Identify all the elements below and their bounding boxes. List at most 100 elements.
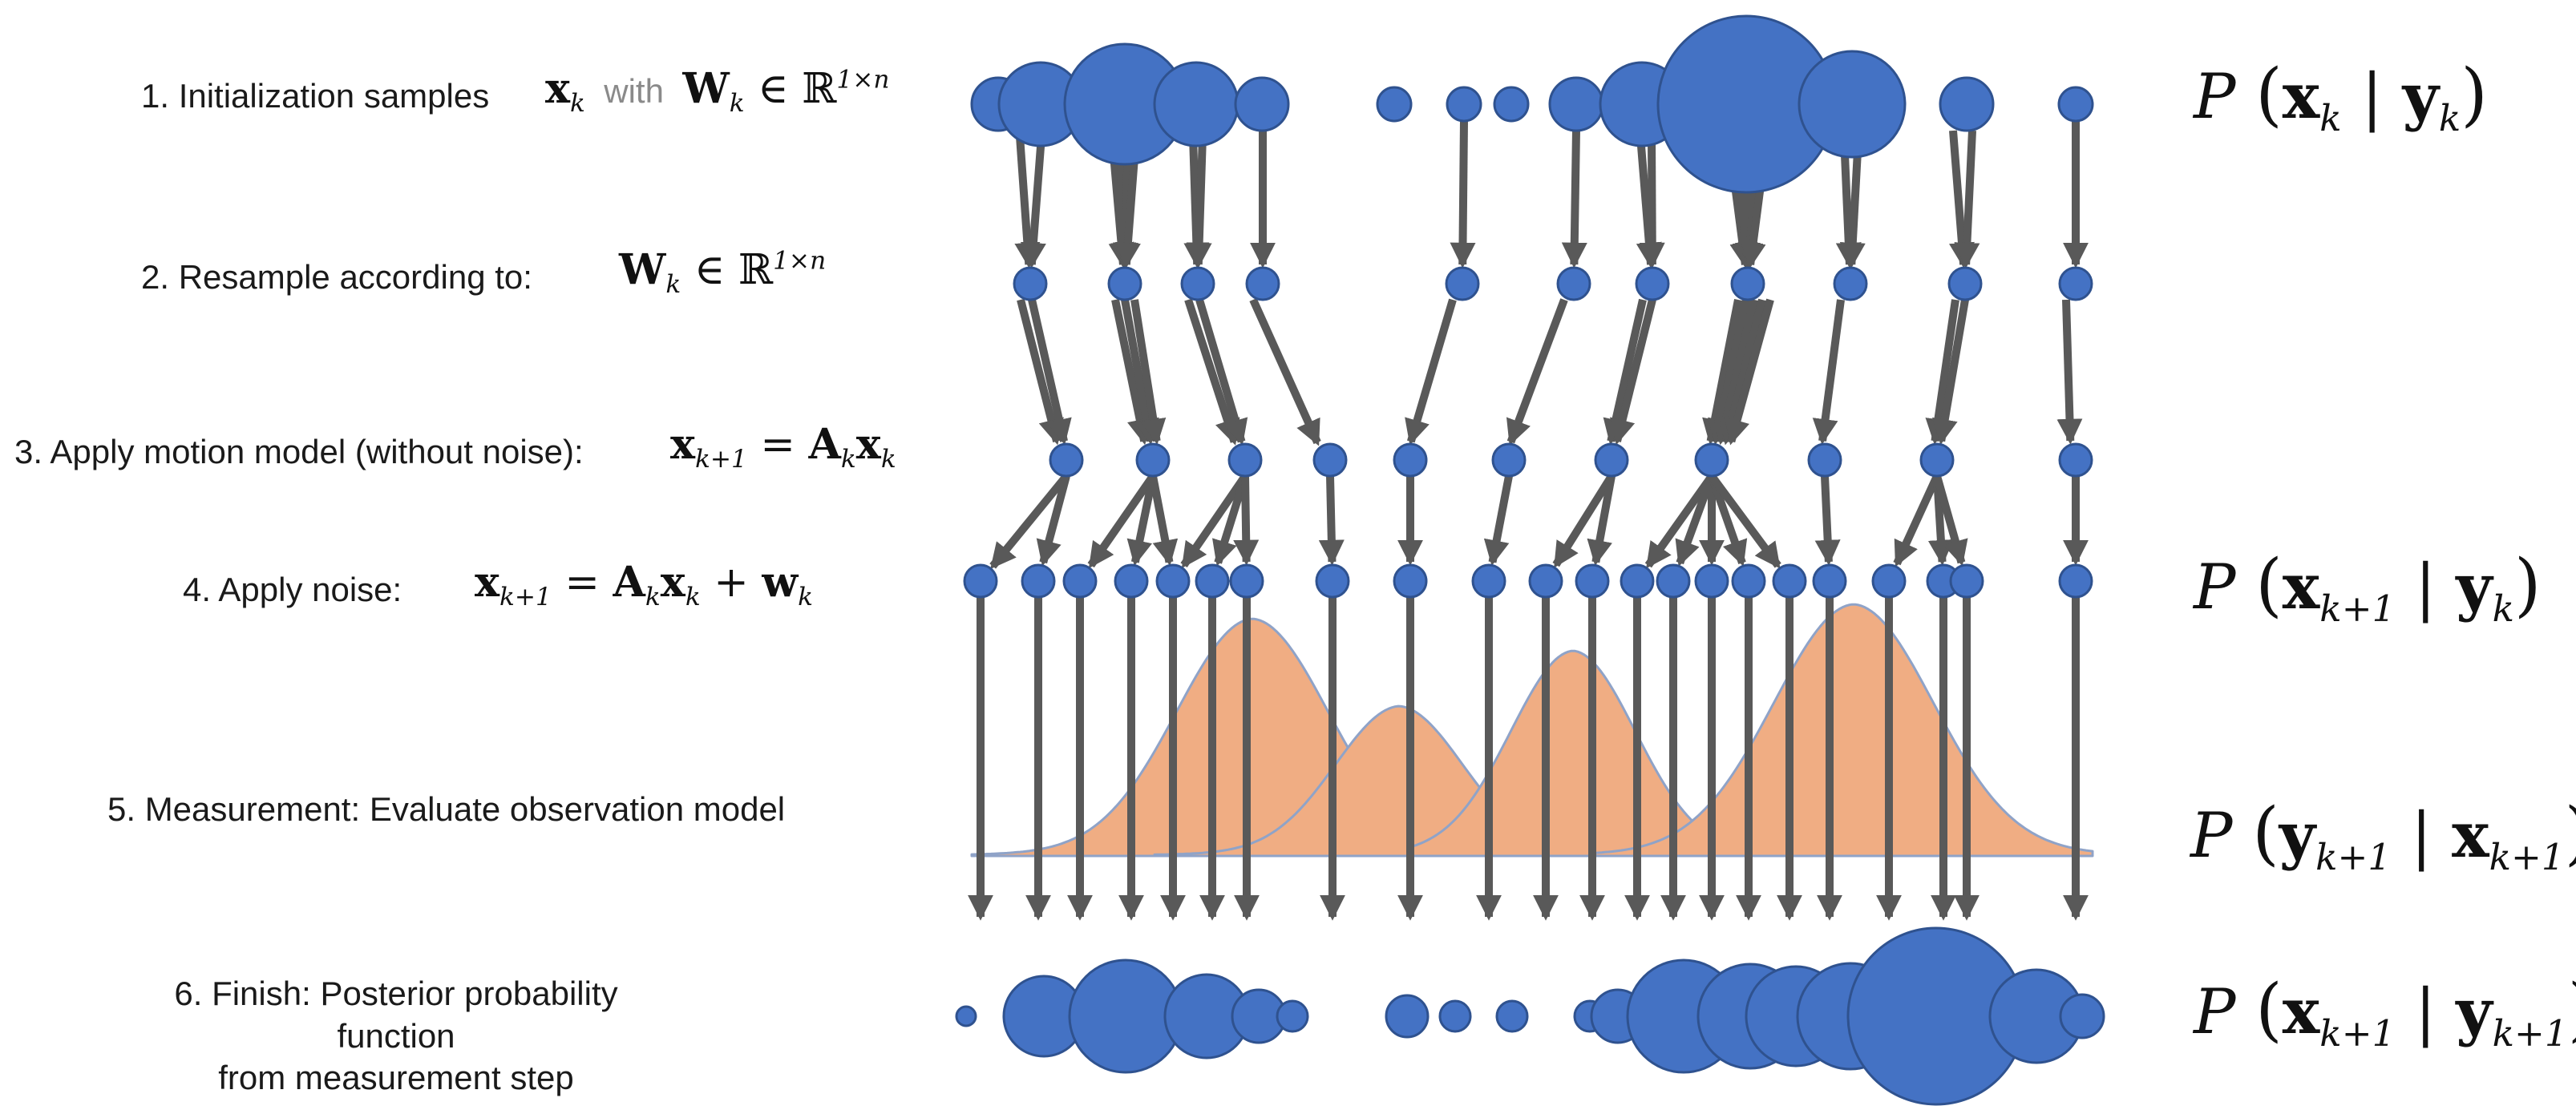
prob-prior-a-sub: k <box>2319 96 2342 139</box>
step-1-x-symbol: x <box>545 64 571 113</box>
resampled-particle-6 <box>1556 266 1591 301</box>
moved-particle-4 <box>1312 442 1348 478</box>
prior-particle-6 <box>1376 86 1413 123</box>
step-2-in-reals: ∈ ℝ <box>694 246 774 294</box>
step-3-lhs: x <box>670 420 696 469</box>
resampled-particle-9 <box>1833 266 1868 301</box>
resampled-particle-10 <box>1947 266 1983 301</box>
step-2-math: Wk ∈ ℝ1×n <box>619 245 826 299</box>
noisy-particle-15 <box>1694 563 1729 599</box>
noise-arrow-11 <box>1483 475 1513 567</box>
noise-arrow-4 <box>1126 474 1157 567</box>
prior-particle-14 <box>2057 86 2094 123</box>
step-4-label: 4. Apply noise: <box>183 569 402 611</box>
step-3-math: xk+1 = Akxk <box>670 420 896 474</box>
prob-prior-b-sub: k <box>2438 96 2461 139</box>
prob-likelihood-b: x <box>2452 799 2489 872</box>
step-4-equals: = <box>551 559 613 607</box>
step-1-x-subscript: k <box>570 88 585 118</box>
motion-arrow-18 <box>1812 299 1845 445</box>
noise-arrow-8 <box>1233 475 1260 566</box>
step-3-text: 3. Apply motion model (without noise): <box>14 433 584 470</box>
resampled-particle-1 <box>1013 266 1048 301</box>
resample-arrow-10 <box>1450 120 1476 268</box>
step-2-w-subscript: k <box>665 269 681 299</box>
resampled-particle-8 <box>1730 266 1765 301</box>
step-1-w-subscript: k <box>729 88 745 118</box>
noisy-particle-7 <box>1229 563 1264 599</box>
noise-arrow-22 <box>1933 474 1968 567</box>
moved-particle-10 <box>1919 442 1955 478</box>
prob-likelihood-a: y <box>2279 799 2316 872</box>
step-4-lhs-sub: k+1 <box>499 582 552 611</box>
noisy-particle-22 <box>2058 563 2093 599</box>
step-1-label: 1. Initialization samples <box>141 75 489 118</box>
noisy-particle-13 <box>1620 563 1655 599</box>
prior-particle-12 <box>1798 50 1907 159</box>
prob-prior-bar: | <box>2361 61 2383 133</box>
noisy-particle-11 <box>1528 563 1563 599</box>
posterior-particle-8 <box>1438 999 1472 1033</box>
noisy-particle-21 <box>1949 563 1984 599</box>
step-6-line-1: 6. Finish: Posterior probability functio… <box>174 975 618 1055</box>
step-4-math: xk+1 = Akxk + wk <box>475 558 813 611</box>
moved-particle-9 <box>1807 442 1842 478</box>
motion-arrow-21 <box>2056 299 2083 445</box>
step-1-text: 1. Initialization samples <box>141 77 490 115</box>
step-1-with: with <box>604 72 664 110</box>
noisy-particle-14 <box>1656 563 1691 599</box>
prob-predicted: P (xk+1 | yk) <box>2194 545 2542 630</box>
prob-likelihood-b-sub: k+1 <box>2489 835 2565 878</box>
step-4-a: A <box>613 558 645 607</box>
resampled-particle-3 <box>1180 266 1215 301</box>
resampled-particle-7 <box>1635 266 1670 301</box>
prob-likelihood-bar: | <box>2410 800 2432 872</box>
noise-arrow-6 <box>1180 474 1249 569</box>
prior-particle-4 <box>1153 61 1239 147</box>
step-3-x: x <box>855 420 881 469</box>
prob-prior-b: y <box>2402 60 2439 133</box>
resample-arrow-21 <box>1949 130 1975 268</box>
posterior-particle-1 <box>955 1005 977 1027</box>
step-3-label: 3. Apply motion model (without noise): <box>14 431 584 474</box>
moved-particle-7 <box>1594 442 1629 478</box>
prob-posterior-P: P <box>2194 976 2236 1048</box>
step-5-text: 5. Measurement: Evaluate observation mod… <box>107 790 786 828</box>
moved-particle-5 <box>1393 442 1428 478</box>
step-4-w-sub: k <box>798 582 814 611</box>
noisy-particle-12 <box>1575 563 1610 599</box>
noisy-particle-2 <box>1021 563 1056 599</box>
noise-arrow-5 <box>1149 475 1179 567</box>
prior-particle-5 <box>1234 76 1290 132</box>
prob-posterior: P (xk+1 | yk+1) <box>2194 970 2576 1055</box>
noisy-particle-10 <box>1471 563 1506 599</box>
prob-predicted-a: x <box>2282 551 2320 624</box>
resample-arrow-8 <box>1186 135 1212 268</box>
noise-arrow-17 <box>1708 474 1748 567</box>
motion-arrow-8 <box>1249 297 1321 446</box>
noisy-particle-3 <box>1062 563 1098 599</box>
motion-arrow-6 <box>1184 298 1240 446</box>
noisy-particle-5 <box>1155 563 1191 599</box>
step-4-w: w <box>762 558 799 607</box>
noise-arrow-12 <box>1552 474 1616 568</box>
prob-prior: P (xk | yk) <box>2194 54 2488 139</box>
step-2-w-symbol: W <box>619 245 666 294</box>
noise-arrow-14 <box>1644 474 1716 569</box>
noise-arrow-7 <box>1212 474 1249 567</box>
prob-predicted-bar: | <box>2415 551 2436 624</box>
resample-arrow-11 <box>1561 130 1587 268</box>
posterior-particle-18 <box>2059 993 2105 1039</box>
step-2-text: 2. Resample according to: <box>141 258 532 296</box>
prior-particle-9 <box>1548 76 1604 132</box>
prob-posterior-a: x <box>2282 975 2320 1048</box>
resample-arrow-2 <box>1020 135 1046 268</box>
resampled-particle-2 <box>1107 266 1142 301</box>
resampled-particle-5 <box>1445 266 1480 301</box>
noisy-particle-6 <box>1195 563 1230 599</box>
noise-arrow-18 <box>1708 474 1781 569</box>
step-4-text: 4. Apply noise: <box>183 571 402 608</box>
prior-particle-13 <box>1939 76 1995 132</box>
noise-arrow-1 <box>989 473 1070 570</box>
